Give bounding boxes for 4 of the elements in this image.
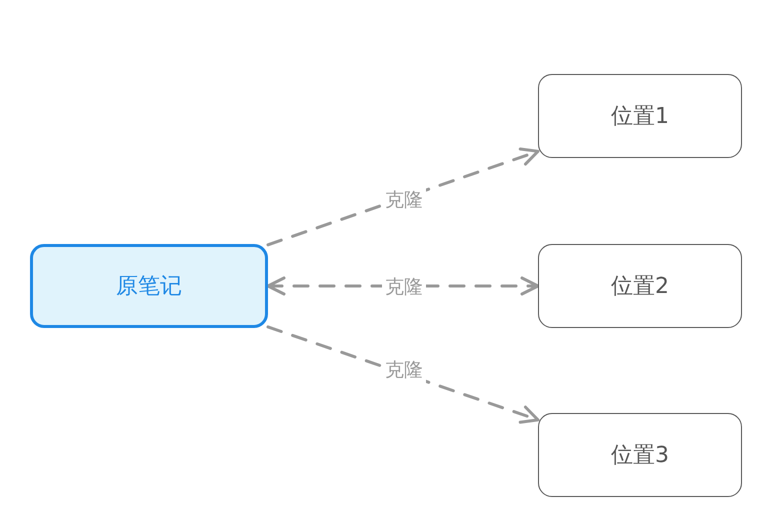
location-box: 位置2 xyxy=(538,244,742,328)
location-box: 位置1 xyxy=(538,74,742,158)
location-box: 位置3 xyxy=(538,413,742,497)
note-box: 原笔记 xyxy=(30,244,268,328)
